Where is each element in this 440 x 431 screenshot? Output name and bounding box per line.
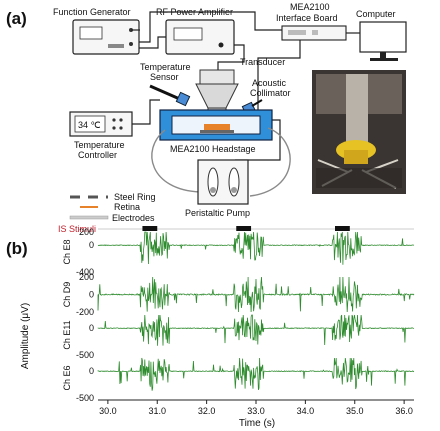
- trace-3: [97, 314, 415, 346]
- stimulus-bar-2: [236, 226, 252, 231]
- y-tick-label-3-1: 0: [89, 323, 94, 333]
- y-tick-label-1-3: -400: [76, 267, 94, 277]
- x-tick-label-7: 36.0: [395, 406, 413, 416]
- panel-b-label: (b): [6, 239, 28, 258]
- collimator-label-1: Acoustic: [252, 78, 287, 88]
- x-axis-label: Time (s): [239, 418, 275, 429]
- tubing: [151, 127, 291, 197]
- function-generator-label: Function Generator: [53, 7, 131, 17]
- y-tick-label-1-2: 0: [89, 240, 94, 250]
- pump-label: Peristaltic Pump: [185, 208, 250, 218]
- y-tick-label-2-1: 200: [79, 272, 94, 282]
- rf-amplifier-device: [165, 19, 235, 55]
- headstage-device: [159, 109, 273, 141]
- x-tick-label-1: 30.0: [99, 406, 117, 416]
- temp-sensor-label-1: Temperature: [140, 62, 191, 72]
- interface-board-label-1: MEA2100: [290, 2, 330, 12]
- y-axis-label: Amplitude (μV): [20, 303, 31, 369]
- channel-label-4: Ch E6: [62, 365, 72, 390]
- stimulus-bar-1: [142, 226, 158, 231]
- function-generator-device: [72, 19, 140, 55]
- x-tick-label-6: 35.0: [346, 406, 364, 416]
- x-tick-label-5: 34.0: [297, 406, 315, 416]
- peristaltic-pump-device: [197, 159, 249, 205]
- y-tick-label-4-2: -500: [76, 393, 94, 403]
- y-tick-label-3-2: -500: [76, 350, 94, 360]
- trace-4: [97, 357, 415, 391]
- headstage-label: MEA2100 Headstage: [170, 144, 256, 154]
- x-tick-label-4: 33.0: [247, 406, 265, 416]
- temp-display-value: 34 ℃: [78, 120, 101, 130]
- stimulus-bar-3: [335, 226, 350, 231]
- temp-controller-label-1: Temperature: [74, 140, 125, 150]
- transducer-label: Transducer: [240, 57, 285, 67]
- computer-icon: [359, 21, 407, 61]
- legend-electrodes-swatch: [69, 215, 109, 220]
- temp-controller-device: [69, 111, 133, 137]
- trace-2: [97, 276, 415, 313]
- panel-a-label: (a): [6, 9, 27, 28]
- y-tick-label-2-3: -200: [76, 307, 94, 317]
- y-tick-label-2-2: 0: [89, 290, 94, 300]
- legend-electrodes-label: Electrodes: [112, 213, 155, 223]
- y-tick-label-1-1: 200: [79, 227, 94, 237]
- channel-label-2: Ch D9: [62, 282, 72, 308]
- computer-label: Computer: [356, 9, 396, 19]
- channel-label-1: Ch E8: [62, 239, 72, 264]
- plot-area: Ch E8 200 0 -400 Ch D9 200 0 -200 Ch E11 0 -500 Ch …: [62, 226, 415, 416]
- x-tick-label-2: 31.0: [148, 406, 166, 416]
- temp-sensor-probe: [149, 84, 191, 107]
- trace-1: [97, 231, 415, 265]
- legend-retina-label: Retina: [114, 202, 140, 212]
- stimuli-label: IS Stimuli: [58, 224, 96, 234]
- x-tick-label-3: 32.0: [198, 406, 216, 416]
- y-tick-label-4-1: 0: [89, 366, 94, 376]
- collimator-label-2: Collimator: [250, 88, 291, 98]
- interface-board-label-2: Interface Board: [276, 13, 338, 23]
- temp-controller-label-2: Controller: [78, 150, 117, 160]
- legend: Steel Ring Retina Electrodes: [69, 192, 156, 223]
- channel-label-3: Ch E11: [62, 320, 72, 349]
- temp-sensor-label-2: Sensor: [150, 72, 179, 82]
- setup-photo: [312, 70, 406, 194]
- legend-steel-ring-label: Steel Ring: [114, 192, 156, 202]
- interface-board-device: [281, 25, 347, 41]
